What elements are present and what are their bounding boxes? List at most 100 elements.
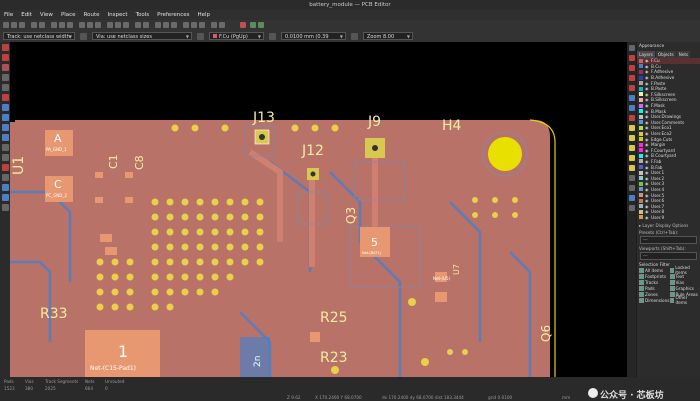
filter-item[interactable]: Vias (669, 279, 700, 285)
text-icon[interactable] (628, 175, 635, 181)
eye-icon[interactable]: ◉ (645, 75, 649, 81)
checkbox-icon[interactable] (639, 297, 644, 303)
origin-icon[interactable] (628, 195, 635, 201)
cursor-icon[interactable] (1, 84, 9, 91)
toolbar-icons[interactable] (0, 20, 700, 30)
layer-row[interactable]: ◉F.Adhesive (637, 69, 700, 75)
layer-display-options[interactable]: ▸ Layer Display Options (639, 223, 689, 229)
layer-color-swatch[interactable] (639, 137, 643, 142)
eye-icon[interactable]: ◉ (645, 103, 649, 109)
checkbox-icon[interactable] (639, 291, 644, 297)
layer-color-swatch[interactable] (639, 103, 643, 108)
eye-icon[interactable]: ◉ (645, 63, 649, 69)
properties-icon[interactable] (1, 174, 9, 181)
menu-file[interactable]: File (4, 12, 14, 18)
eye-icon[interactable]: ◉ (645, 125, 649, 131)
layer-row[interactable]: ◉B.Paste (637, 86, 700, 92)
eye-icon[interactable]: ◉ (645, 186, 649, 192)
viewports-select[interactable]: --- (640, 252, 697, 261)
layer-row[interactable]: ◉User.Eco2 (637, 131, 700, 137)
polygon-icon[interactable] (628, 165, 635, 171)
layer-color-swatch[interactable] (639, 114, 643, 119)
select-icon[interactable] (1, 204, 9, 211)
layer-color-swatch[interactable] (639, 187, 643, 192)
checkbox-icon[interactable] (669, 291, 675, 297)
eye-icon[interactable]: ◉ (645, 91, 649, 97)
eye-icon[interactable]: ◉ (645, 86, 649, 92)
filter-item[interactable]: Tracks (639, 279, 670, 285)
menu-view[interactable]: View (39, 12, 53, 18)
layer-row[interactable]: ◉User.1 (637, 170, 700, 176)
layer-row[interactable]: ◉User.2 (637, 175, 700, 181)
via-outline-icon[interactable] (1, 124, 9, 131)
eye-icon[interactable]: ◉ (645, 198, 649, 204)
ratsnest-icon[interactable] (1, 94, 9, 101)
contrast-icon[interactable] (1, 144, 9, 151)
layer-row[interactable]: ◉User.Drawings (637, 114, 700, 120)
zone-fill-icon[interactable] (1, 104, 9, 111)
eye-icon[interactable]: ◉ (645, 114, 649, 120)
layer-color-swatch[interactable] (639, 97, 643, 102)
layer-row[interactable]: ◉F.Fab (637, 159, 700, 165)
layer-row[interactable]: ◉B.Cu (637, 64, 700, 70)
rectangle-icon[interactable] (628, 145, 635, 151)
eye-icon[interactable]: ◉ (645, 97, 649, 103)
layer-row[interactable]: ◉B.Fab (637, 164, 700, 170)
track-width-select[interactable]: Track: use netclass width▼ (3, 32, 75, 40)
layer-color-swatch[interactable] (639, 176, 643, 181)
layer-color-swatch[interactable] (639, 81, 643, 86)
layer-color-swatch[interactable] (639, 215, 643, 220)
checkbox-icon[interactable] (669, 267, 675, 273)
layer-color-swatch[interactable] (639, 204, 643, 209)
filter-item[interactable]: Zones (639, 291, 670, 297)
layer-row[interactable]: ◉F.Paste (637, 80, 700, 86)
eye-icon[interactable]: ◉ (645, 181, 649, 187)
pad-outline-icon[interactable] (1, 114, 9, 121)
layer-row[interactable]: ◉User.Eco1 (637, 125, 700, 131)
grid-select[interactable]: 0.0100 mm (0.39 mils)▼ (281, 32, 346, 48)
layer-row[interactable]: ◉User.5 (637, 192, 700, 198)
layer-color-swatch[interactable] (639, 92, 643, 97)
eye-icon[interactable]: ◉ (645, 170, 649, 176)
via-size-select[interactable]: Via: use netclass sizes▼ (92, 32, 192, 40)
add-via-icon[interactable] (628, 95, 635, 101)
filter-item[interactable]: Other items (669, 295, 700, 305)
eye-icon[interactable]: ◉ (645, 203, 649, 209)
checkbox-icon[interactable] (639, 267, 644, 273)
checkbox-icon[interactable] (669, 279, 675, 285)
checkbox-icon[interactable] (669, 273, 675, 279)
eye-icon[interactable]: ◉ (645, 147, 649, 153)
layer-row[interactable]: ◉B.Adhesive (637, 75, 700, 81)
checkbox-icon[interactable] (639, 273, 644, 279)
filter-item[interactable]: All items (639, 267, 670, 273)
layer-color-swatch[interactable] (639, 209, 643, 214)
filter-item[interactable]: Rule Areas (669, 291, 700, 297)
menu-help[interactable]: Help (197, 12, 211, 18)
presets-select[interactable]: --- (640, 236, 697, 245)
filter-item[interactable]: Dimensions (639, 297, 670, 303)
layer-manager-icon[interactable] (1, 164, 9, 171)
layer-row[interactable]: ◉User.9 (637, 215, 700, 221)
add-zone-icon[interactable] (628, 105, 635, 111)
eye-icon[interactable]: ◉ (645, 119, 649, 125)
menu-edit[interactable]: Edit (21, 12, 32, 18)
layer-color-swatch[interactable] (639, 181, 643, 186)
search-icon[interactable] (1, 184, 9, 191)
eye-icon[interactable]: ◉ (645, 175, 649, 181)
layer-row[interactable]: ◉User.Comments (637, 120, 700, 126)
eye-icon[interactable]: ◉ (645, 69, 649, 75)
net-color-icon[interactable] (1, 154, 9, 161)
dimension-icon[interactable] (628, 185, 635, 191)
tab-layers[interactable]: Layers (637, 51, 655, 58)
layer-row[interactable]: ◉User.8 (637, 209, 700, 215)
layer-row[interactable]: ◉F.Silkscreen (637, 92, 700, 98)
layer-color-swatch[interactable] (639, 159, 643, 164)
pcb-canvas[interactable]: J13 J12 J9 H4 A C PA_GND_1 PC_GND_2 C1 C… (10, 42, 627, 377)
layer-row[interactable]: ◉B.Courtyard (637, 153, 700, 159)
layer-color-swatch[interactable] (639, 193, 643, 198)
menu-route[interactable]: Route (83, 12, 100, 18)
polar-icon[interactable] (1, 64, 9, 71)
menu-preferences[interactable]: Preferences (157, 12, 190, 18)
python-icon[interactable] (1, 194, 9, 201)
checkbox-icon[interactable] (669, 285, 675, 291)
